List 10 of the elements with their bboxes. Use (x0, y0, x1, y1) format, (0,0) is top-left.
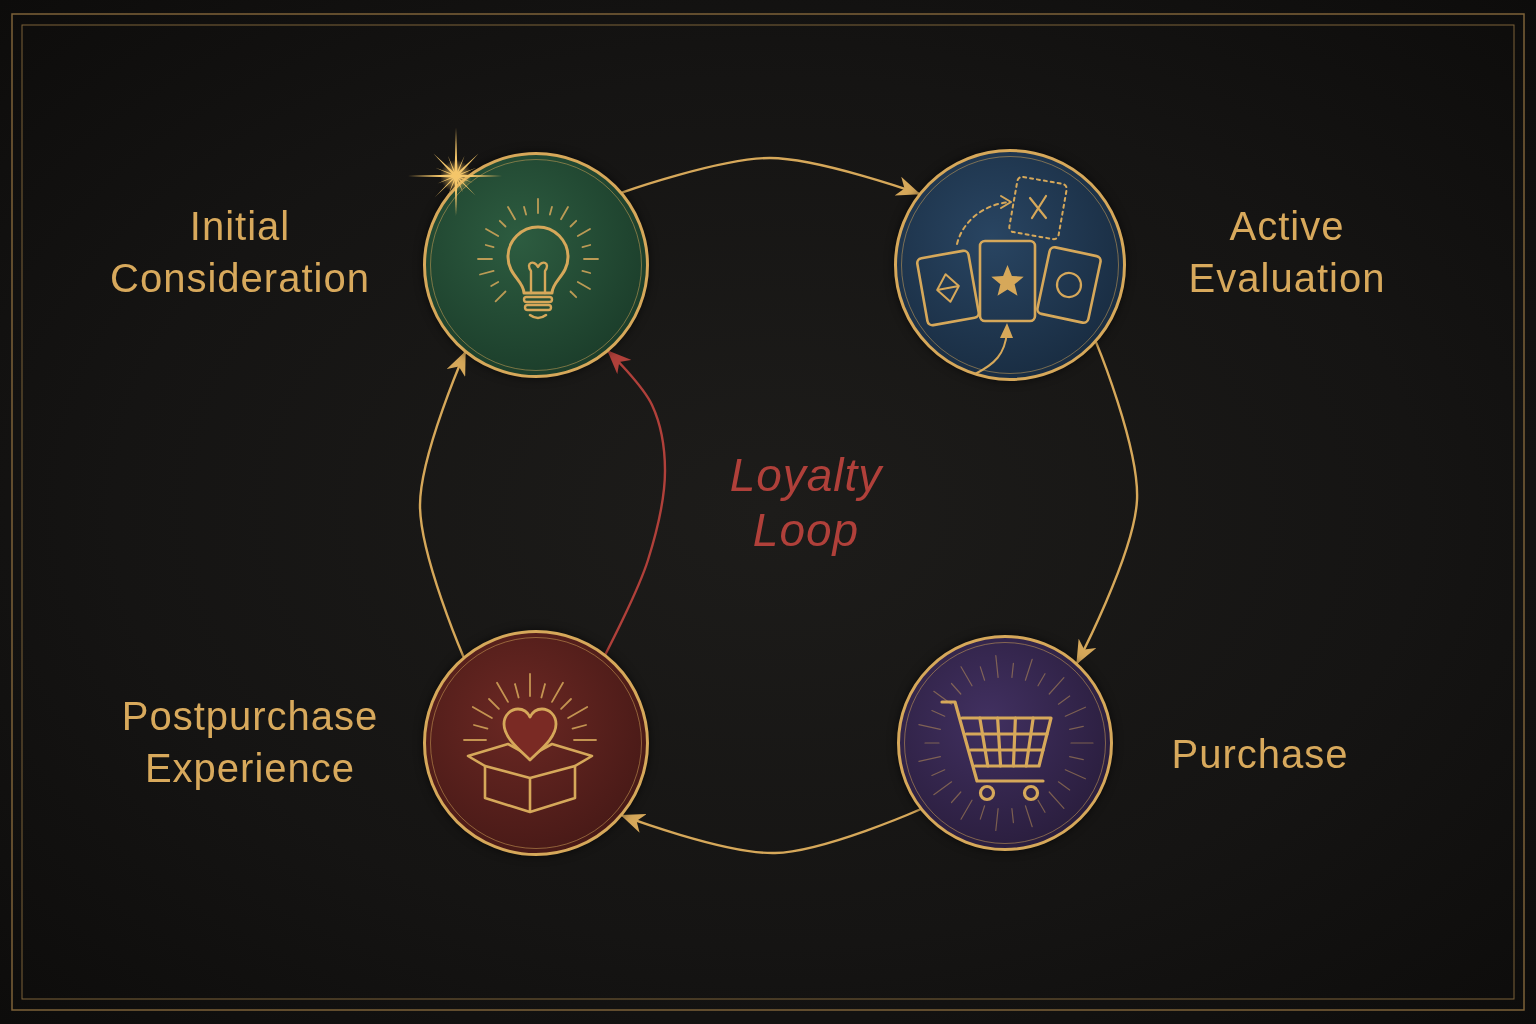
arrow (418, 351, 467, 658)
arrow (621, 156, 921, 196)
stage-label: Postpurchase Experience (120, 693, 380, 792)
stage-label: Initial Consideration (109, 203, 371, 302)
stage-label: Active Evaluation (1187, 203, 1387, 302)
stage-label: Purchase (1170, 731, 1350, 778)
edge-label: Loyalty Loop (728, 448, 885, 559)
arrow (1076, 341, 1139, 665)
arrow (604, 350, 667, 656)
arrow (620, 808, 922, 855)
